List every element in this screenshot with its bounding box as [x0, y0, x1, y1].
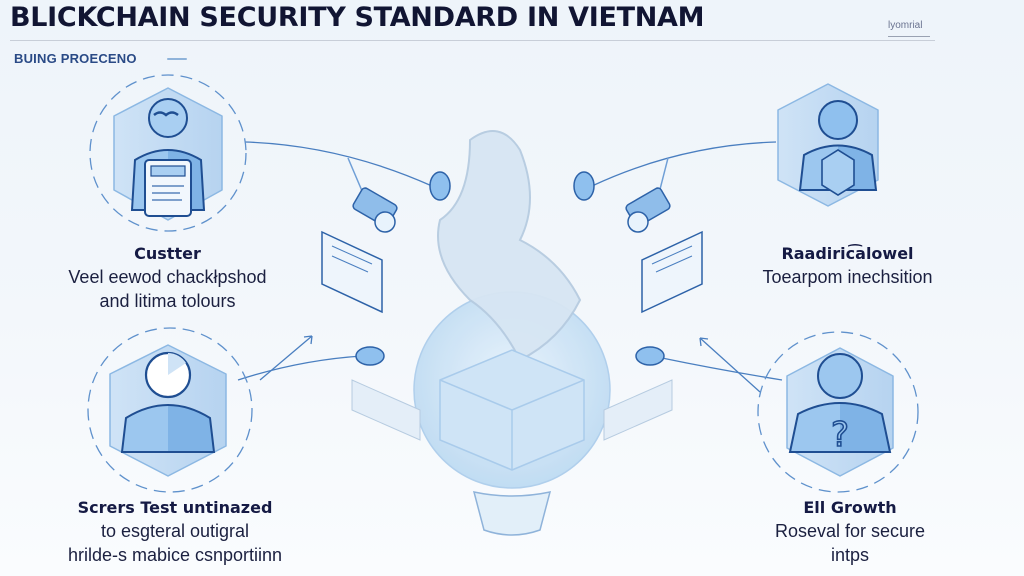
- node-description-line: Roseval for secure: [774, 521, 926, 541]
- node-top-left-icon: [89, 74, 247, 232]
- node-heading: Custter: [134, 244, 201, 263]
- svg-text:?: ?: [831, 415, 849, 455]
- node-bottom-left-label: Scrers Test untinazed to esgteral outigr…: [20, 497, 330, 567]
- connector-top-left: [244, 141, 433, 187]
- camera-right-icon: [625, 157, 671, 233]
- bug-icon-bottom-left: [355, 346, 385, 366]
- arrow-bottom-left: [259, 335, 313, 381]
- page-title: BLICKCHAIN SECURITY STANDARD IN VIETNAM: [10, 2, 705, 33]
- connector-bottom-left: [237, 355, 363, 381]
- arrow-bottom-right: [699, 337, 761, 393]
- node-heading: Raadiric͡alowel: [781, 244, 914, 263]
- device-right-icon: [641, 230, 703, 314]
- corner-badge: lyomrial: [888, 20, 930, 37]
- bug-icon-top-left: [429, 171, 451, 201]
- node-description-line: and litima tolours: [99, 291, 236, 311]
- node-top-left-label: Custter Veel eewod chackłpshod and litim…: [40, 243, 295, 313]
- node-description-line: to esgteral outigral: [100, 521, 250, 541]
- node-bottom-right-icon: ?: [757, 331, 919, 493]
- bug-icon-bottom-right: [635, 346, 665, 366]
- node-bottom-left-icon: [87, 327, 253, 493]
- camera-left-icon: [347, 157, 398, 233]
- center-map-globe-icon: [351, 130, 673, 536]
- bug-icon-top-right: [573, 171, 595, 201]
- connector-lines: [237, 141, 783, 393]
- node-top-right-icon: [777, 83, 879, 207]
- node-bottom-right-label: Ell Growth Roseval for secure intps: [720, 497, 980, 567]
- node-heading: Ell Growth: [803, 498, 897, 517]
- connector-bottom-right: [661, 357, 783, 381]
- connector-top-right: [591, 141, 777, 187]
- node-description-line: Veel eewod chackłpshod: [68, 267, 267, 287]
- node-description-line: intps: [830, 545, 870, 565]
- subtitle-dash: [167, 58, 187, 60]
- device-left-icon: [321, 230, 383, 314]
- node-description-line: Toearpom inechsition: [762, 267, 933, 287]
- node-description-line: hrilde-s mabice csnportiinn: [67, 545, 283, 565]
- node-top-right-label: Raadiric͡alowel Toearpom inechsition: [720, 243, 975, 289]
- node-heading: Scrers Test untinazed: [77, 498, 273, 517]
- decorative-devices: [321, 157, 703, 366]
- section-subtitle: BUING PROECENO: [14, 51, 137, 66]
- title-divider: [10, 40, 935, 41]
